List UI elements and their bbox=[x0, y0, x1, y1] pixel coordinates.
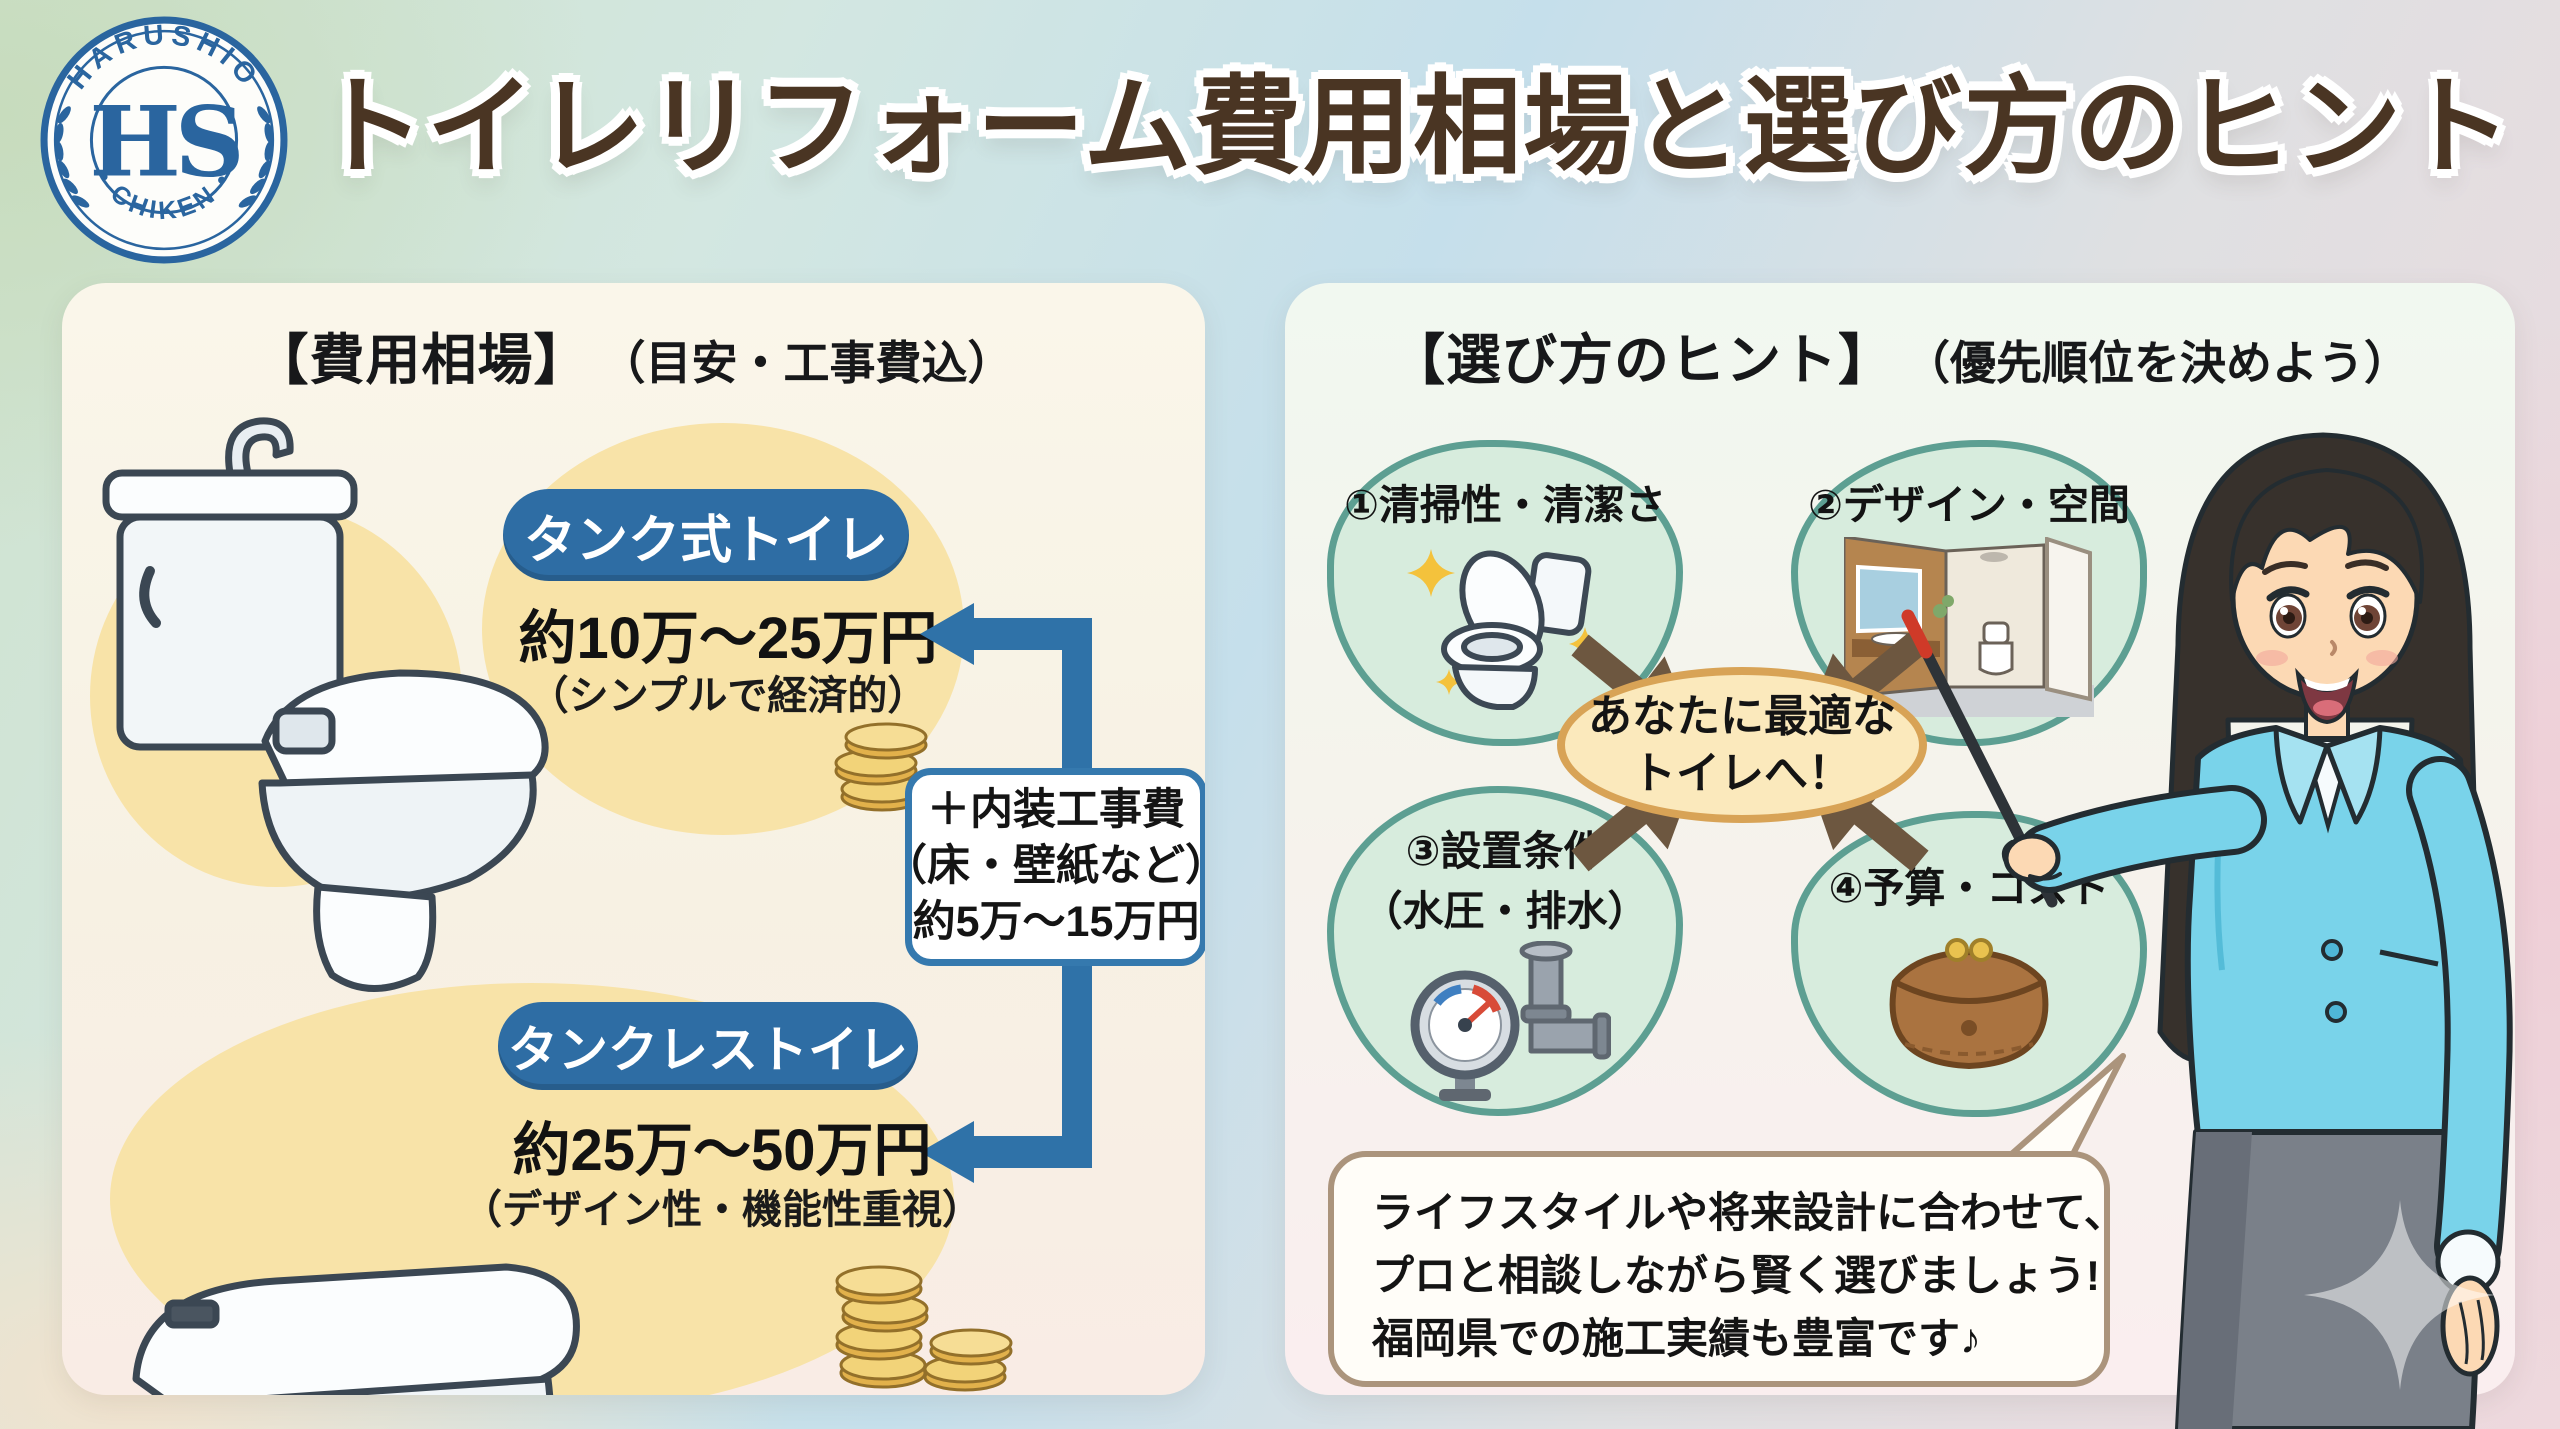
tankless-toilet-label: タンクレストイレ bbox=[508, 1022, 908, 1078]
cost-heading-note: （目安・工事費込） bbox=[599, 337, 1014, 389]
cost-heading-main: 【費用相場】 bbox=[253, 329, 590, 391]
hint-1-label: ①清掃性・清潔さ bbox=[1344, 482, 1666, 528]
hints-panel: 【選び方のヒント】 （優先順位を決めよう） ①清掃性・清潔さ bbox=[1285, 283, 2515, 1395]
interior-work-cost-box: ＋内装工事費 （床・壁紙など） 約5万～15万円 bbox=[884, 768, 1205, 966]
hints-heading-main: 【選び方のヒント】 bbox=[1389, 329, 1894, 391]
hint-bubble-cleanliness: ①清掃性・清潔さ bbox=[1327, 440, 1683, 746]
sparkling-toilet-icon bbox=[1407, 549, 1601, 710]
hint-bubble-installation: ③設置条件 （水圧・排水） bbox=[1327, 786, 1683, 1116]
hints-heading-note: （優先順位を決めよう） bbox=[1904, 337, 2410, 389]
hint-3-sub: （水圧・排水） bbox=[1361, 888, 1649, 934]
speech-line2: プロと相談しながら賢く選びましょう! bbox=[1372, 1252, 2100, 1299]
coin-stack-small-icon bbox=[834, 722, 928, 812]
coin-purse-icon bbox=[1889, 938, 2049, 1069]
cost-panel: 【費用相場】 （目安・工事費込） bbox=[62, 283, 1205, 1395]
goal-line1: あなたに最適な bbox=[1588, 691, 1896, 741]
speech-line1: ライフスタイルや将来設計に合わせて、 bbox=[1372, 1189, 2126, 1236]
hint-3-label: ③設置条件 bbox=[1405, 828, 1605, 874]
tank-toilet-label: タンク式トイレ bbox=[523, 511, 888, 570]
coin-stack-large-icon bbox=[835, 1265, 1013, 1392]
speech-bubble-tail bbox=[2004, 1053, 2126, 1161]
tankless-toilet-note: （デザイン性・機能性重視） bbox=[462, 1188, 982, 1232]
tank-toilet-note: （シンプルで経済的） bbox=[528, 674, 928, 718]
hints-panel-heading: 【選び方のヒント】 （優先順位を決めよう） bbox=[1285, 315, 2515, 395]
advice-speech-bubble: ライフスタイルや将来設計に合わせて、 プロと相談しながら賢く選びましょう! 福岡… bbox=[1328, 1151, 2126, 1387]
tankless-toilet-price: 約25万～50万円 bbox=[512, 1118, 932, 1183]
tank-toilet-price: 約10万～25万円 bbox=[518, 606, 938, 671]
cost-panel-heading: 【費用相場】 （目安・工事費込） bbox=[62, 315, 1205, 395]
tank-toilet-illustration bbox=[102, 417, 549, 992]
speech-line3: 福岡県での施工実績も豊富です♪ bbox=[1372, 1315, 1982, 1362]
tankless-toilet-illustration bbox=[132, 1263, 580, 1395]
goal-ellipse: あなたに最適な トイレへ！ bbox=[1557, 667, 1927, 823]
extra-box-line3: 約5万～15万円 bbox=[912, 897, 1200, 946]
extra-box-line1: ＋内装工事費 bbox=[927, 786, 1185, 835]
logo-monogram: HS bbox=[89, 84, 239, 198]
page-title: トイレリフォーム費用相場と選び方のヒント bbox=[316, 66, 2514, 187]
harushio-chiken-logo: HARUSHIO • CHIKEN • HS bbox=[40, 16, 288, 264]
extra-box-line2: （床・壁紙など） bbox=[884, 842, 1205, 891]
goal-line2: トイレへ！ bbox=[1632, 749, 1852, 798]
tank-toilet-label-pill: タンク式トイレ bbox=[503, 489, 909, 581]
hint-2-label: ②デザイン・空間 bbox=[1808, 482, 2130, 528]
tankless-toilet-label-pill: タンクレストイレ bbox=[498, 1002, 918, 1090]
laurel-right-icon bbox=[238, 106, 274, 208]
water-pressure-gauge-icon bbox=[1410, 941, 1611, 1101]
hint-4-label: ④予算・コスト bbox=[1828, 865, 2110, 911]
laurel-left-icon bbox=[54, 106, 90, 208]
